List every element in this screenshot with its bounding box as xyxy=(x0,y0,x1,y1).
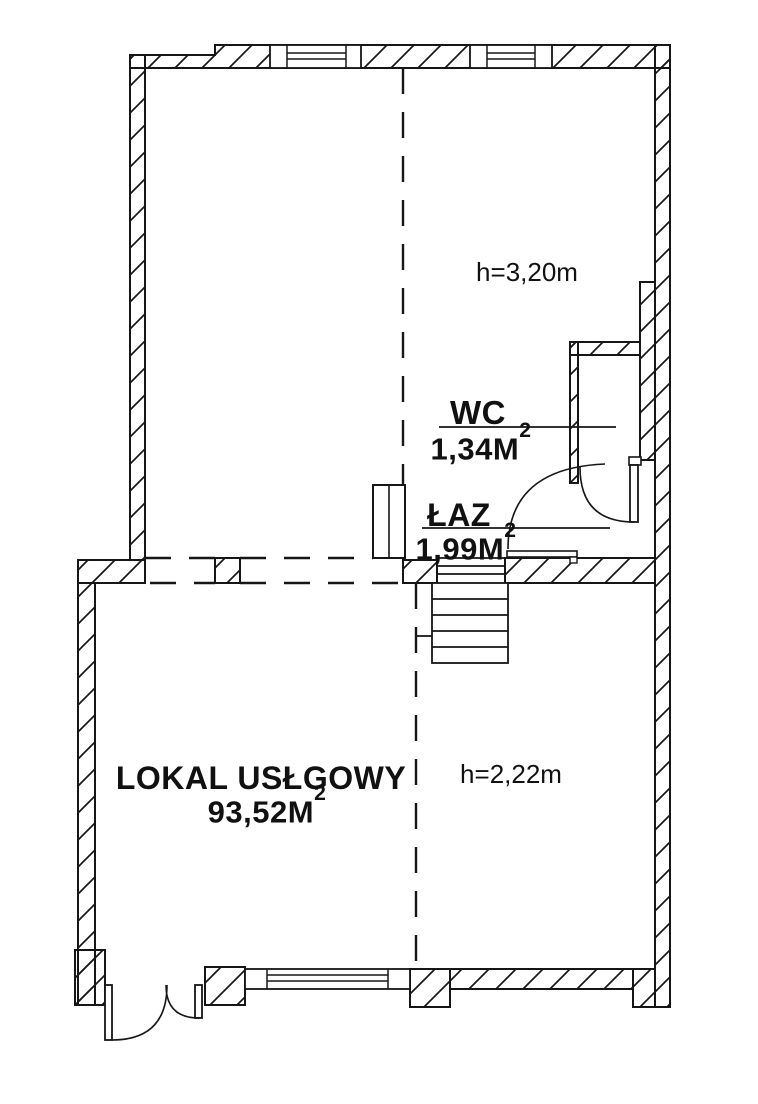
wall-wc-top xyxy=(569,341,641,356)
wall-wc-pier xyxy=(639,281,656,461)
bathroom-door-leaf xyxy=(506,550,578,558)
wc-door-hinge xyxy=(628,456,642,466)
window-bottom xyxy=(244,968,411,990)
area-label-lokal: 93,52M2 xyxy=(207,783,327,830)
wall-bottom-pier-1 xyxy=(204,966,246,1006)
area-value-lokal: 93,52M xyxy=(207,794,315,830)
wall-junction-block xyxy=(77,559,146,584)
wall-left-lower xyxy=(77,582,96,1006)
entrance-door-leaf-left xyxy=(104,984,113,1041)
entrance-door-swing-left xyxy=(111,984,168,1041)
room-label-wc: WC xyxy=(450,394,506,431)
window-top-1 xyxy=(269,44,362,69)
area-label-bathroom: 1,99M2 xyxy=(415,520,517,567)
room-label-bathroom: ŁAZ xyxy=(427,497,491,533)
wall-left-upper xyxy=(129,54,146,561)
stairs-box xyxy=(431,582,509,664)
wall-bottom xyxy=(449,968,634,990)
doors xyxy=(104,456,642,1041)
window-top-2 xyxy=(469,44,553,69)
bathroom-door xyxy=(506,463,606,564)
dashed-lines xyxy=(145,68,418,969)
wall-mid-right-of-stairs xyxy=(504,557,656,584)
wc-door-leaf xyxy=(629,464,639,523)
area-label-wc: 1,34M2 xyxy=(430,420,532,467)
entrance-door-swing-right xyxy=(165,984,200,1019)
wall-bottom-pier-3 xyxy=(632,968,656,1008)
label-underlines xyxy=(422,426,616,529)
bathroom-door-swing xyxy=(507,463,606,550)
area-value-wc: 1,34M xyxy=(430,431,520,467)
area-exponent-wc: 2 xyxy=(519,419,532,443)
wc-door-swing xyxy=(579,466,635,523)
stairs xyxy=(417,557,509,664)
wall-pillar xyxy=(214,557,241,584)
wall-bottom-pier-2 xyxy=(409,968,451,1008)
entrance-door-leaf-right xyxy=(194,984,203,1019)
wc-door xyxy=(579,456,642,523)
walls xyxy=(74,44,671,1008)
height-label-upper: h=3,20m xyxy=(476,257,578,287)
wall-wc-left xyxy=(569,341,579,484)
stairs-upper-treads xyxy=(436,557,506,583)
area-exponent-lokal: 2 xyxy=(314,782,327,806)
wall-top xyxy=(129,44,671,69)
chimney-stub xyxy=(372,484,406,559)
wall-right xyxy=(654,44,671,1008)
height-label-lower: h=2,22m xyxy=(460,759,562,789)
entrance-door xyxy=(104,984,203,1041)
stairs-treads xyxy=(432,598,508,648)
wall-entry-block xyxy=(74,949,106,1006)
windows xyxy=(244,44,553,990)
room-label-lokal: LOKAL USŁGOWY xyxy=(115,760,407,796)
area-value-bathroom: 1,99M xyxy=(415,531,505,567)
area-exponent-bathroom: 2 xyxy=(504,519,517,543)
bathroom-door-stop xyxy=(569,556,578,564)
